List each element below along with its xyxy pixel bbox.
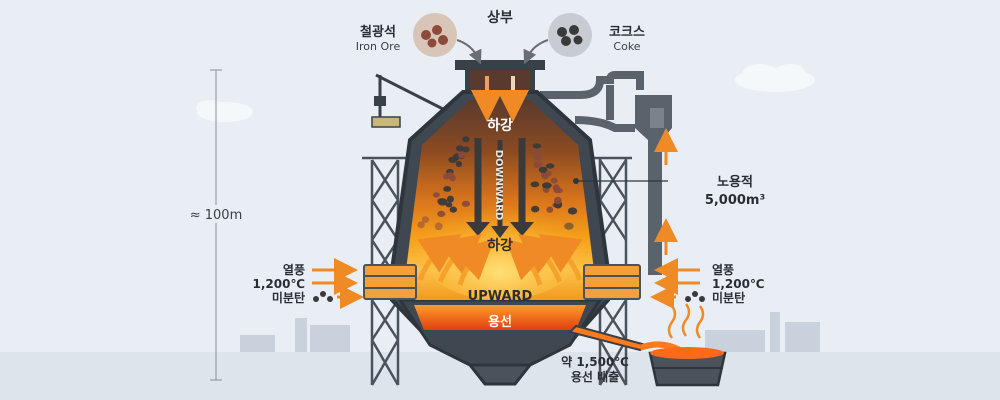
iron-ore-bubble bbox=[413, 13, 457, 57]
molten-iron-label: 용선 bbox=[488, 314, 512, 330]
burden-particle bbox=[546, 206, 554, 213]
heat-wisps bbox=[667, 303, 705, 339]
blast-arrows-right bbox=[650, 258, 705, 309]
burden-particle bbox=[545, 170, 552, 177]
height-indicator bbox=[210, 69, 222, 381]
burden-particle bbox=[533, 147, 542, 154]
burden-particle bbox=[533, 160, 543, 166]
burden-particle bbox=[531, 205, 540, 213]
coke-bubble bbox=[548, 13, 592, 57]
height-label: ≈ 100m bbox=[190, 208, 243, 223]
burden-particle bbox=[458, 152, 467, 159]
burden-particle bbox=[545, 163, 555, 169]
downward-arrows bbox=[466, 138, 534, 238]
coke-arrow bbox=[523, 39, 549, 65]
coke-label-ko: 코크스 bbox=[609, 25, 645, 40]
iron-ore-label-en: Iron Ore bbox=[356, 40, 401, 53]
upward-label: UPWARD bbox=[468, 289, 533, 304]
burden-particle bbox=[462, 136, 470, 143]
pulverized-coal-label-right: 미분탄 bbox=[712, 290, 745, 305]
upward-gas-arrows bbox=[417, 233, 583, 286]
blast-arrows-left bbox=[312, 258, 364, 309]
iron-ore-arrow bbox=[456, 39, 482, 65]
volume-label: 노용적 bbox=[717, 174, 753, 190]
burden-particle bbox=[453, 153, 460, 161]
burden-particle bbox=[530, 181, 540, 188]
factory-silhouettes bbox=[240, 312, 820, 352]
burden-particle bbox=[455, 160, 462, 168]
tapping-label: 용선 배출 bbox=[571, 369, 619, 384]
burden-particle bbox=[461, 200, 471, 207]
tapping-temp-label: 약 1,500℃ bbox=[561, 354, 629, 369]
coke-label-en: Coke bbox=[613, 40, 640, 53]
burden-particle bbox=[456, 145, 464, 152]
burden-particle bbox=[421, 216, 430, 224]
burden-particle bbox=[553, 196, 562, 205]
hot-air-label-right: 열풍 bbox=[712, 262, 734, 277]
molten-iron-pool bbox=[414, 305, 586, 330]
burden-particle bbox=[446, 172, 455, 178]
burden-particle bbox=[437, 210, 446, 217]
furnace-top-hopper bbox=[455, 60, 545, 95]
burden-particle bbox=[434, 222, 443, 231]
burden-particle bbox=[550, 177, 558, 184]
ladle bbox=[648, 347, 727, 387]
burden-particle bbox=[449, 206, 457, 213]
burden-particle bbox=[567, 207, 578, 215]
burden-particle bbox=[417, 221, 425, 229]
burden-particle bbox=[443, 186, 452, 192]
burden-particle bbox=[437, 198, 448, 206]
tuyere-band-left bbox=[363, 264, 417, 300]
burden-particle bbox=[564, 222, 574, 230]
top-label: 상부 bbox=[487, 10, 513, 26]
volume-value: 5,000m³ bbox=[705, 193, 765, 208]
furnace-bottom-cone bbox=[466, 363, 534, 386]
pulverized-coal-label-left: 미분탄 bbox=[272, 290, 305, 305]
burden-particle bbox=[532, 143, 542, 149]
burden-particle bbox=[533, 152, 542, 161]
burden-particle bbox=[445, 202, 453, 208]
hot-air-temp-left: 1,200℃ bbox=[253, 277, 306, 291]
hot-air-label-left: 열풍 bbox=[283, 262, 305, 277]
burden-particle bbox=[446, 195, 454, 203]
burden-particle bbox=[553, 187, 563, 194]
hot-air-temp-right: 1,200℃ bbox=[712, 277, 765, 291]
gas-uptake-pipe bbox=[540, 71, 672, 275]
hoist-hook bbox=[374, 96, 386, 106]
burden-particles bbox=[417, 136, 578, 231]
hoist-platform bbox=[371, 116, 401, 128]
burden-particle bbox=[542, 182, 552, 189]
burden-particle bbox=[432, 192, 440, 198]
downward-label: DOWNWARD bbox=[493, 150, 504, 221]
clouds bbox=[196, 64, 815, 122]
descend-upper-label: 하강 bbox=[487, 117, 513, 134]
tuyere-band-right bbox=[583, 264, 641, 300]
burden-particle bbox=[538, 166, 548, 174]
descend-lower-label: 하강 bbox=[487, 237, 513, 254]
iron-ore-label-ko: 철광석 bbox=[360, 24, 396, 40]
